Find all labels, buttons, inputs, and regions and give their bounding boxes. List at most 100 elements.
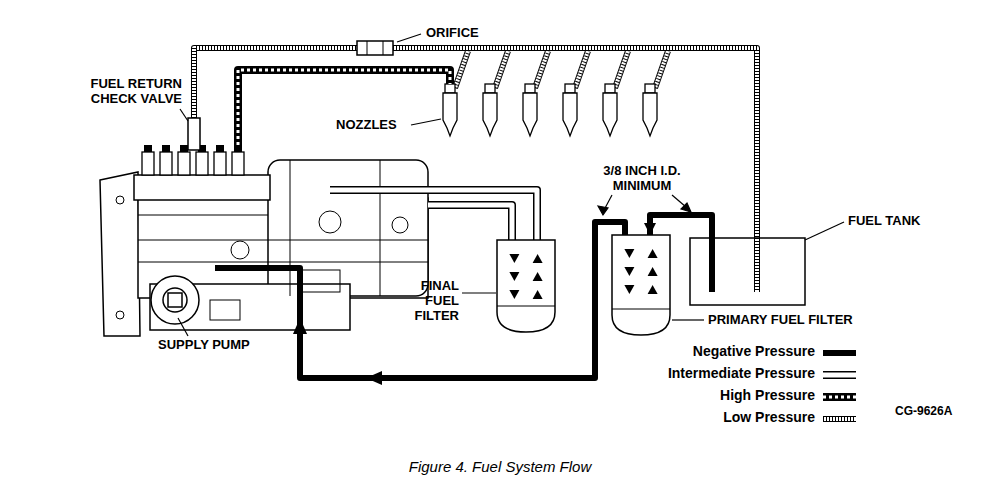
line-core [428, 205, 512, 240]
low-pressure-line [495, 51, 508, 88]
line-core [575, 51, 588, 88]
flow-arrow [648, 285, 658, 294]
legend-sample [823, 417, 856, 421]
valve-cap [162, 145, 170, 152]
low-pressure-line [615, 51, 628, 88]
negative-pressure-line [709, 238, 715, 292]
drawing-number: CG-9626A [895, 404, 952, 419]
line-core [330, 190, 537, 240]
delivery-valve [214, 152, 226, 175]
bolt [116, 196, 124, 204]
leader-line [462, 292, 496, 293]
leader-line [180, 109, 188, 121]
legend-sample [823, 373, 856, 378]
supply-pump-body [151, 276, 199, 324]
detail-line [290, 160, 291, 296]
nozzle-fitting [485, 84, 495, 93]
nozzle-fitting [645, 84, 655, 93]
flow-arrow [648, 249, 658, 258]
line-core [823, 417, 856, 421]
flow-arrow [509, 290, 519, 299]
filter-bowl-line [497, 306, 555, 307]
supply-pump-cover [163, 288, 187, 312]
leader-line [805, 222, 844, 240]
bolt [116, 311, 124, 319]
flow-arrow [293, 318, 307, 334]
line-core [755, 238, 759, 292]
delivery-valve [232, 152, 244, 175]
filter-canister [497, 240, 555, 332]
legend-text: High Pressure [600, 388, 815, 403]
line-core [755, 238, 759, 292]
leader-line [672, 195, 686, 207]
legend-samples [823, 353, 856, 419]
valve-cap [216, 145, 224, 152]
valve-cap [144, 145, 152, 152]
low-pressure-line [393, 48, 757, 238]
figure-caption: Figure 4. Fuel System Flow [0, 458, 1000, 475]
high-pressure-line [823, 393, 856, 401]
valve-cap [180, 145, 188, 152]
orifice-detail [383, 41, 384, 55]
orifice-detail [367, 41, 368, 55]
line-core [535, 51, 548, 88]
legend-text: Negative Pressure [600, 344, 815, 359]
legend-text: Intermediate Pressure [600, 366, 815, 381]
detail-line [138, 240, 428, 241]
leader-arrow [681, 203, 691, 212]
line-core [495, 51, 508, 88]
delivery-valve [142, 152, 154, 175]
legend-sample [823, 396, 856, 399]
leaders [178, 34, 844, 336]
fitting [319, 211, 341, 233]
line-core [575, 51, 588, 88]
delivery-valve [196, 152, 208, 175]
intermediate-pressure-line [330, 190, 537, 240]
fuel-tank: FUEL TANK [690, 238, 805, 305]
line-core [535, 51, 548, 88]
filter-canister [612, 235, 670, 335]
nozzle-fitting [605, 84, 615, 93]
line-core [393, 48, 757, 238]
node-label: ORIFICE [426, 25, 479, 40]
low-pressure-line [455, 51, 468, 88]
fuel-line-connector [393, 48, 757, 238]
nozzle-fitting [565, 84, 575, 93]
flow-arrow [533, 272, 543, 281]
low-pressure-line [655, 51, 668, 88]
flow-arrow [366, 371, 382, 385]
low-pressure-line [823, 416, 856, 422]
delivery-valve [178, 152, 190, 175]
fuel-filter: PRIMARY FUEL FILTER [612, 235, 670, 335]
fitting [392, 217, 408, 233]
leader-line [411, 119, 441, 125]
negative-pressure-line [215, 222, 625, 378]
nozzle-body [603, 93, 617, 136]
intermediate-pressure-line [823, 371, 856, 379]
supply-pump-nut [168, 293, 182, 307]
nozzle-body [563, 93, 577, 136]
governor-housing [268, 160, 428, 296]
node-label: PRIMARY FUEL FILTER [708, 312, 853, 327]
fuel-lines [194, 48, 757, 378]
part-label: NOZZLES [336, 117, 397, 132]
flow-arrow [509, 272, 519, 281]
line-core [615, 51, 628, 88]
flow-arrow [624, 249, 634, 258]
nozzle-fitting [525, 84, 535, 93]
detail-line [380, 160, 381, 296]
fuel-filter: FINAL FUEL FILTER [497, 240, 555, 332]
boss [210, 300, 240, 320]
part-label: SUPPLY PUMP [158, 337, 250, 352]
flow-arrow [533, 254, 543, 263]
leader-line [397, 34, 421, 42]
line-core [655, 51, 668, 88]
boss [300, 270, 340, 292]
leader-line [672, 319, 704, 320]
delivery-valve [160, 152, 172, 175]
line-core [238, 70, 450, 145]
intermediate-pressure-line [428, 205, 512, 240]
